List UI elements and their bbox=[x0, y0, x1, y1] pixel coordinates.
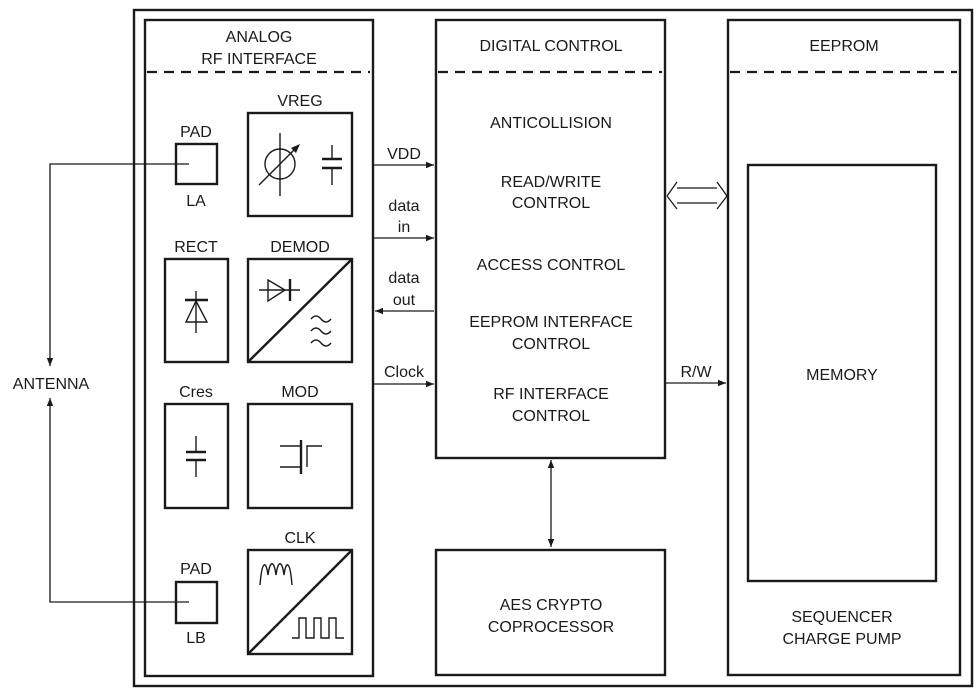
function-rf-interface-line1: RF INTERFACE bbox=[493, 386, 609, 403]
pad-lb: PAD LB bbox=[174, 561, 219, 647]
data-in-label-line2: in bbox=[398, 219, 410, 236]
demod-box bbox=[246, 257, 354, 364]
signal-data-in: data in bbox=[374, 198, 434, 242]
signal-rw: R/W bbox=[666, 364, 726, 387]
demod-divider bbox=[248, 259, 352, 362]
aes-label-line1: AES CRYPTO bbox=[500, 597, 603, 614]
aes-crypto-block: AES CRYPTO COPROCESSOR bbox=[434, 548, 667, 677]
digital-control-title: DIGITAL CONTROL bbox=[479, 38, 622, 55]
transistor-icon bbox=[280, 440, 322, 474]
cres-box bbox=[163, 402, 230, 510]
demod: DEMOD bbox=[246, 239, 354, 364]
mod: MOD bbox=[246, 384, 354, 510]
rect-label: RECT bbox=[174, 239, 218, 256]
function-eeprom-interface-line2: CONTROL bbox=[512, 336, 590, 353]
mod-box bbox=[246, 402, 354, 510]
pad-la-box bbox=[174, 142, 219, 186]
data-out-label-line1: data bbox=[388, 270, 419, 287]
pad-la-sublabel: LA bbox=[186, 193, 206, 210]
eeprom-footer-line1: SEQUENCER bbox=[791, 609, 892, 626]
pad-lb-sublabel: LB bbox=[186, 630, 206, 647]
clock-label: Clock bbox=[384, 364, 425, 381]
signal-vdd: VDD bbox=[374, 146, 434, 169]
antenna-line-lb bbox=[46, 398, 189, 603]
clk-label: CLK bbox=[284, 530, 315, 547]
function-rf-interface-line2: CONTROL bbox=[512, 408, 590, 425]
pad-lb-box bbox=[174, 580, 219, 625]
antenna-label: ANTENNA bbox=[13, 376, 90, 393]
pad-la: PAD LA bbox=[174, 124, 219, 210]
digital-control-box bbox=[434, 18, 667, 460]
demodulator-icon bbox=[259, 278, 332, 347]
aes-label-line2: COPROCESSOR bbox=[488, 619, 614, 636]
signal-data-out: data out bbox=[375, 270, 434, 315]
analog-rf-title-line2: RF INTERFACE bbox=[201, 51, 317, 68]
eeprom-box bbox=[726, 18, 962, 677]
rect-box bbox=[163, 257, 230, 364]
clock-shaper-icon bbox=[259, 563, 344, 639]
rw-label: R/W bbox=[680, 364, 712, 381]
demod-label: DEMOD bbox=[270, 239, 330, 256]
pad-lb-label: PAD bbox=[180, 561, 212, 578]
aes-crypto-box bbox=[434, 548, 667, 677]
mod-label: MOD bbox=[281, 384, 318, 401]
antenna-line-la bbox=[46, 163, 189, 366]
function-read-write-line2: CONTROL bbox=[512, 195, 590, 212]
clk: CLK bbox=[246, 530, 354, 656]
eeprom-footer-line2: CHARGE PUMP bbox=[782, 631, 901, 648]
clk-box bbox=[246, 548, 354, 656]
analog-rf-title-line1: ANALOG bbox=[226, 29, 293, 46]
analog-rf-interface-box bbox=[143, 18, 375, 678]
rect: RECT bbox=[163, 239, 230, 364]
bus-arrow-digital-eeprom bbox=[666, 181, 728, 210]
vreg-box bbox=[246, 111, 354, 218]
memory-box bbox=[746, 163, 938, 583]
memory-label: MEMORY bbox=[806, 367, 878, 384]
data-out-label-line2: out bbox=[393, 292, 416, 309]
voltage-regulator-icon bbox=[258, 133, 342, 196]
function-access-control: ACCESS CONTROL bbox=[477, 257, 626, 274]
vreg: VREG bbox=[246, 93, 354, 218]
eeprom-block: EEPROM MEMORY SEQUENCER CHARGE PUMP bbox=[726, 18, 962, 677]
cres: Cres bbox=[163, 384, 230, 510]
vdd-label: VDD bbox=[387, 146, 421, 163]
diode-icon bbox=[184, 291, 209, 333]
chip-boundary bbox=[132, 8, 974, 688]
clk-divider bbox=[248, 550, 352, 654]
eeprom-title: EEPROM bbox=[809, 38, 878, 55]
vreg-label: VREG bbox=[277, 93, 322, 110]
analog-rf-interface-block: ANALOG RF INTERFACE PAD LA VREG bbox=[143, 18, 375, 678]
function-anticollision: ANTICOLLISION bbox=[490, 115, 612, 132]
digital-control-block: DIGITAL CONTROL ANTICOLLISION READ/WRITE… bbox=[434, 18, 667, 460]
antenna: ANTENNA bbox=[13, 163, 189, 603]
signal-clock: Clock bbox=[374, 364, 434, 388]
function-read-write-line1: READ/WRITE bbox=[501, 174, 601, 191]
pad-la-label: PAD bbox=[180, 124, 212, 141]
data-in-label-line1: data bbox=[388, 198, 419, 215]
function-eeprom-interface-line1: EEPROM INTERFACE bbox=[469, 314, 633, 331]
cres-label: Cres bbox=[179, 384, 213, 401]
capacitor-icon bbox=[186, 436, 206, 477]
